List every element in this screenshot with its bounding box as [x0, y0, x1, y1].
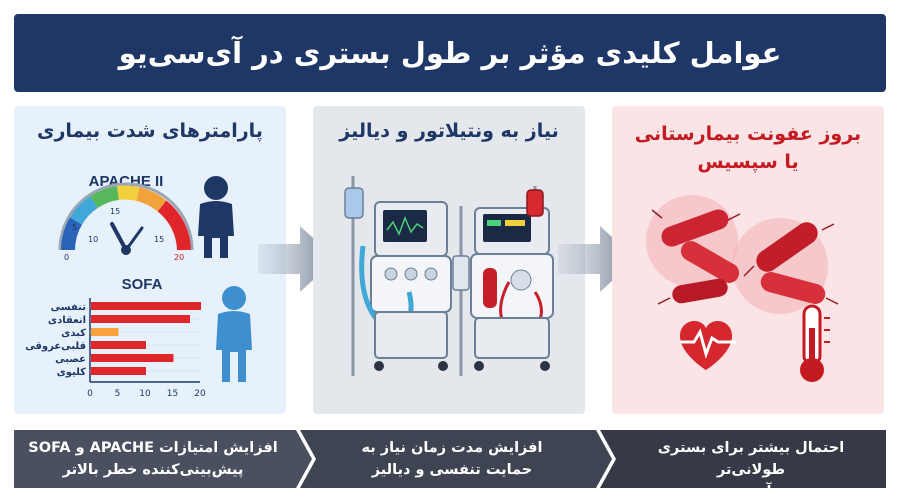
summary-line: حمایت تنفسی و دیالیز — [371, 462, 533, 478]
sofa-axis-tick: 10 — [139, 389, 151, 399]
infection-illustration — [646, 195, 839, 382]
blood-bag-icon — [526, 189, 544, 217]
bottom-summary-support: افزایش مدت زمان نیاز به حمایت تنفسی و دی… — [327, 437, 577, 481]
sofa-axis-tick: 20 — [194, 389, 206, 399]
ventilator-icon — [359, 201, 452, 371]
sofa-bar — [91, 354, 174, 362]
gauge-tick: 15 — [110, 207, 120, 216]
gauge-tick: 20 — [174, 253, 184, 262]
gauge-tick: 15 — [154, 235, 164, 244]
page-title: عوامل کلیدی مؤثر بر طول بستری در آی‌سی‌ی… — [118, 36, 782, 70]
gauge-tick: 10 — [88, 235, 98, 244]
summary-line: احتمال بیشتر برای بستری طولانی‌تر — [657, 440, 845, 478]
sofa-axis-tick: 0 — [87, 389, 93, 399]
sofa-label: SOFA — [122, 276, 163, 293]
bacteria-icon — [646, 195, 839, 314]
gauge-tick: 0 — [64, 253, 69, 262]
sofa-axis-tick: 5 — [115, 389, 121, 399]
iv-bag-icon — [344, 187, 364, 219]
title-banner: عوامل کلیدی مؤثر بر طول بستری در آی‌سی‌ی… — [14, 14, 886, 92]
sofa-bar — [91, 341, 146, 349]
sofa-chart: تنفسی انعقادی کبدی قلبی‌عروقی عصبی کلیوی 0 5 10 1… — [25, 298, 206, 399]
infection-title-line1: بروز عفونت بیمارستانی — [634, 123, 862, 145]
sofa-category-label: قلبی‌عروقی — [25, 341, 86, 352]
sofa-category-label: کبدی — [61, 328, 86, 339]
infection-panel: بروز عفونت بیمارستانی یا سپسیس — [612, 106, 884, 414]
severity-panel-title: پارامترهای شدت بیماری — [37, 120, 263, 142]
sofa-category-label: تنفسی — [51, 302, 87, 313]
severity-panel: پارامترهای شدت بیماری APACHE II 0 5 10 1… — [14, 106, 286, 414]
sofa-bar — [91, 315, 190, 323]
infection-title-line2: یا سپسیس — [697, 151, 799, 173]
bottom-summary-bar — [14, 430, 886, 488]
sofa-bar — [91, 367, 146, 375]
dialysis-machine-icon — [452, 186, 554, 376]
sofa-bar — [91, 302, 201, 310]
ventilator-dialysis-illustration — [344, 176, 554, 376]
infection-panel-title: بروز عفونت بیمارستانی یا سپسیس — [612, 120, 884, 176]
heart-rate-icon — [680, 321, 736, 370]
severity-illustration: APACHE II 0 5 10 15 15 20 SOFA — [25, 173, 252, 399]
summary-line: افزایش مدت زمان نیاز به — [361, 440, 543, 456]
bottom-summary-severity: افزایش امتیازات APACHE و SOFA پیش‌بینی‌ک… — [28, 437, 278, 481]
sofa-bar — [91, 328, 119, 336]
gauge-tick: 5 — [72, 223, 77, 232]
sofa-axis-tick: 15 — [167, 389, 178, 399]
bottom-summary-infection: احتمال بیشتر برای بستری طولانی‌تر در آی‌… — [626, 437, 876, 500]
summary-line: پیش‌بینی‌کننده خطر بالاتر — [62, 462, 244, 478]
thermometer-icon — [800, 304, 830, 382]
summary-line: افزایش امتیازات APACHE و SOFA — [28, 440, 278, 456]
sofa-category-label: کلیوی — [57, 367, 87, 378]
patient-icon — [198, 176, 234, 258]
sofa-category-label: انعقادی — [48, 315, 86, 326]
support-panel: نیاز به ونتیلاتور و دیالیز — [313, 106, 585, 414]
patient-icon — [216, 286, 252, 382]
sofa-category-label: عصبی — [55, 354, 86, 365]
support-panel-title: نیاز به ونتیلاتور و دیالیز — [339, 120, 559, 142]
summary-line: در آی‌سی‌یو — [709, 484, 793, 500]
apache-gauge: 0 5 10 15 15 20 — [58, 182, 194, 262]
